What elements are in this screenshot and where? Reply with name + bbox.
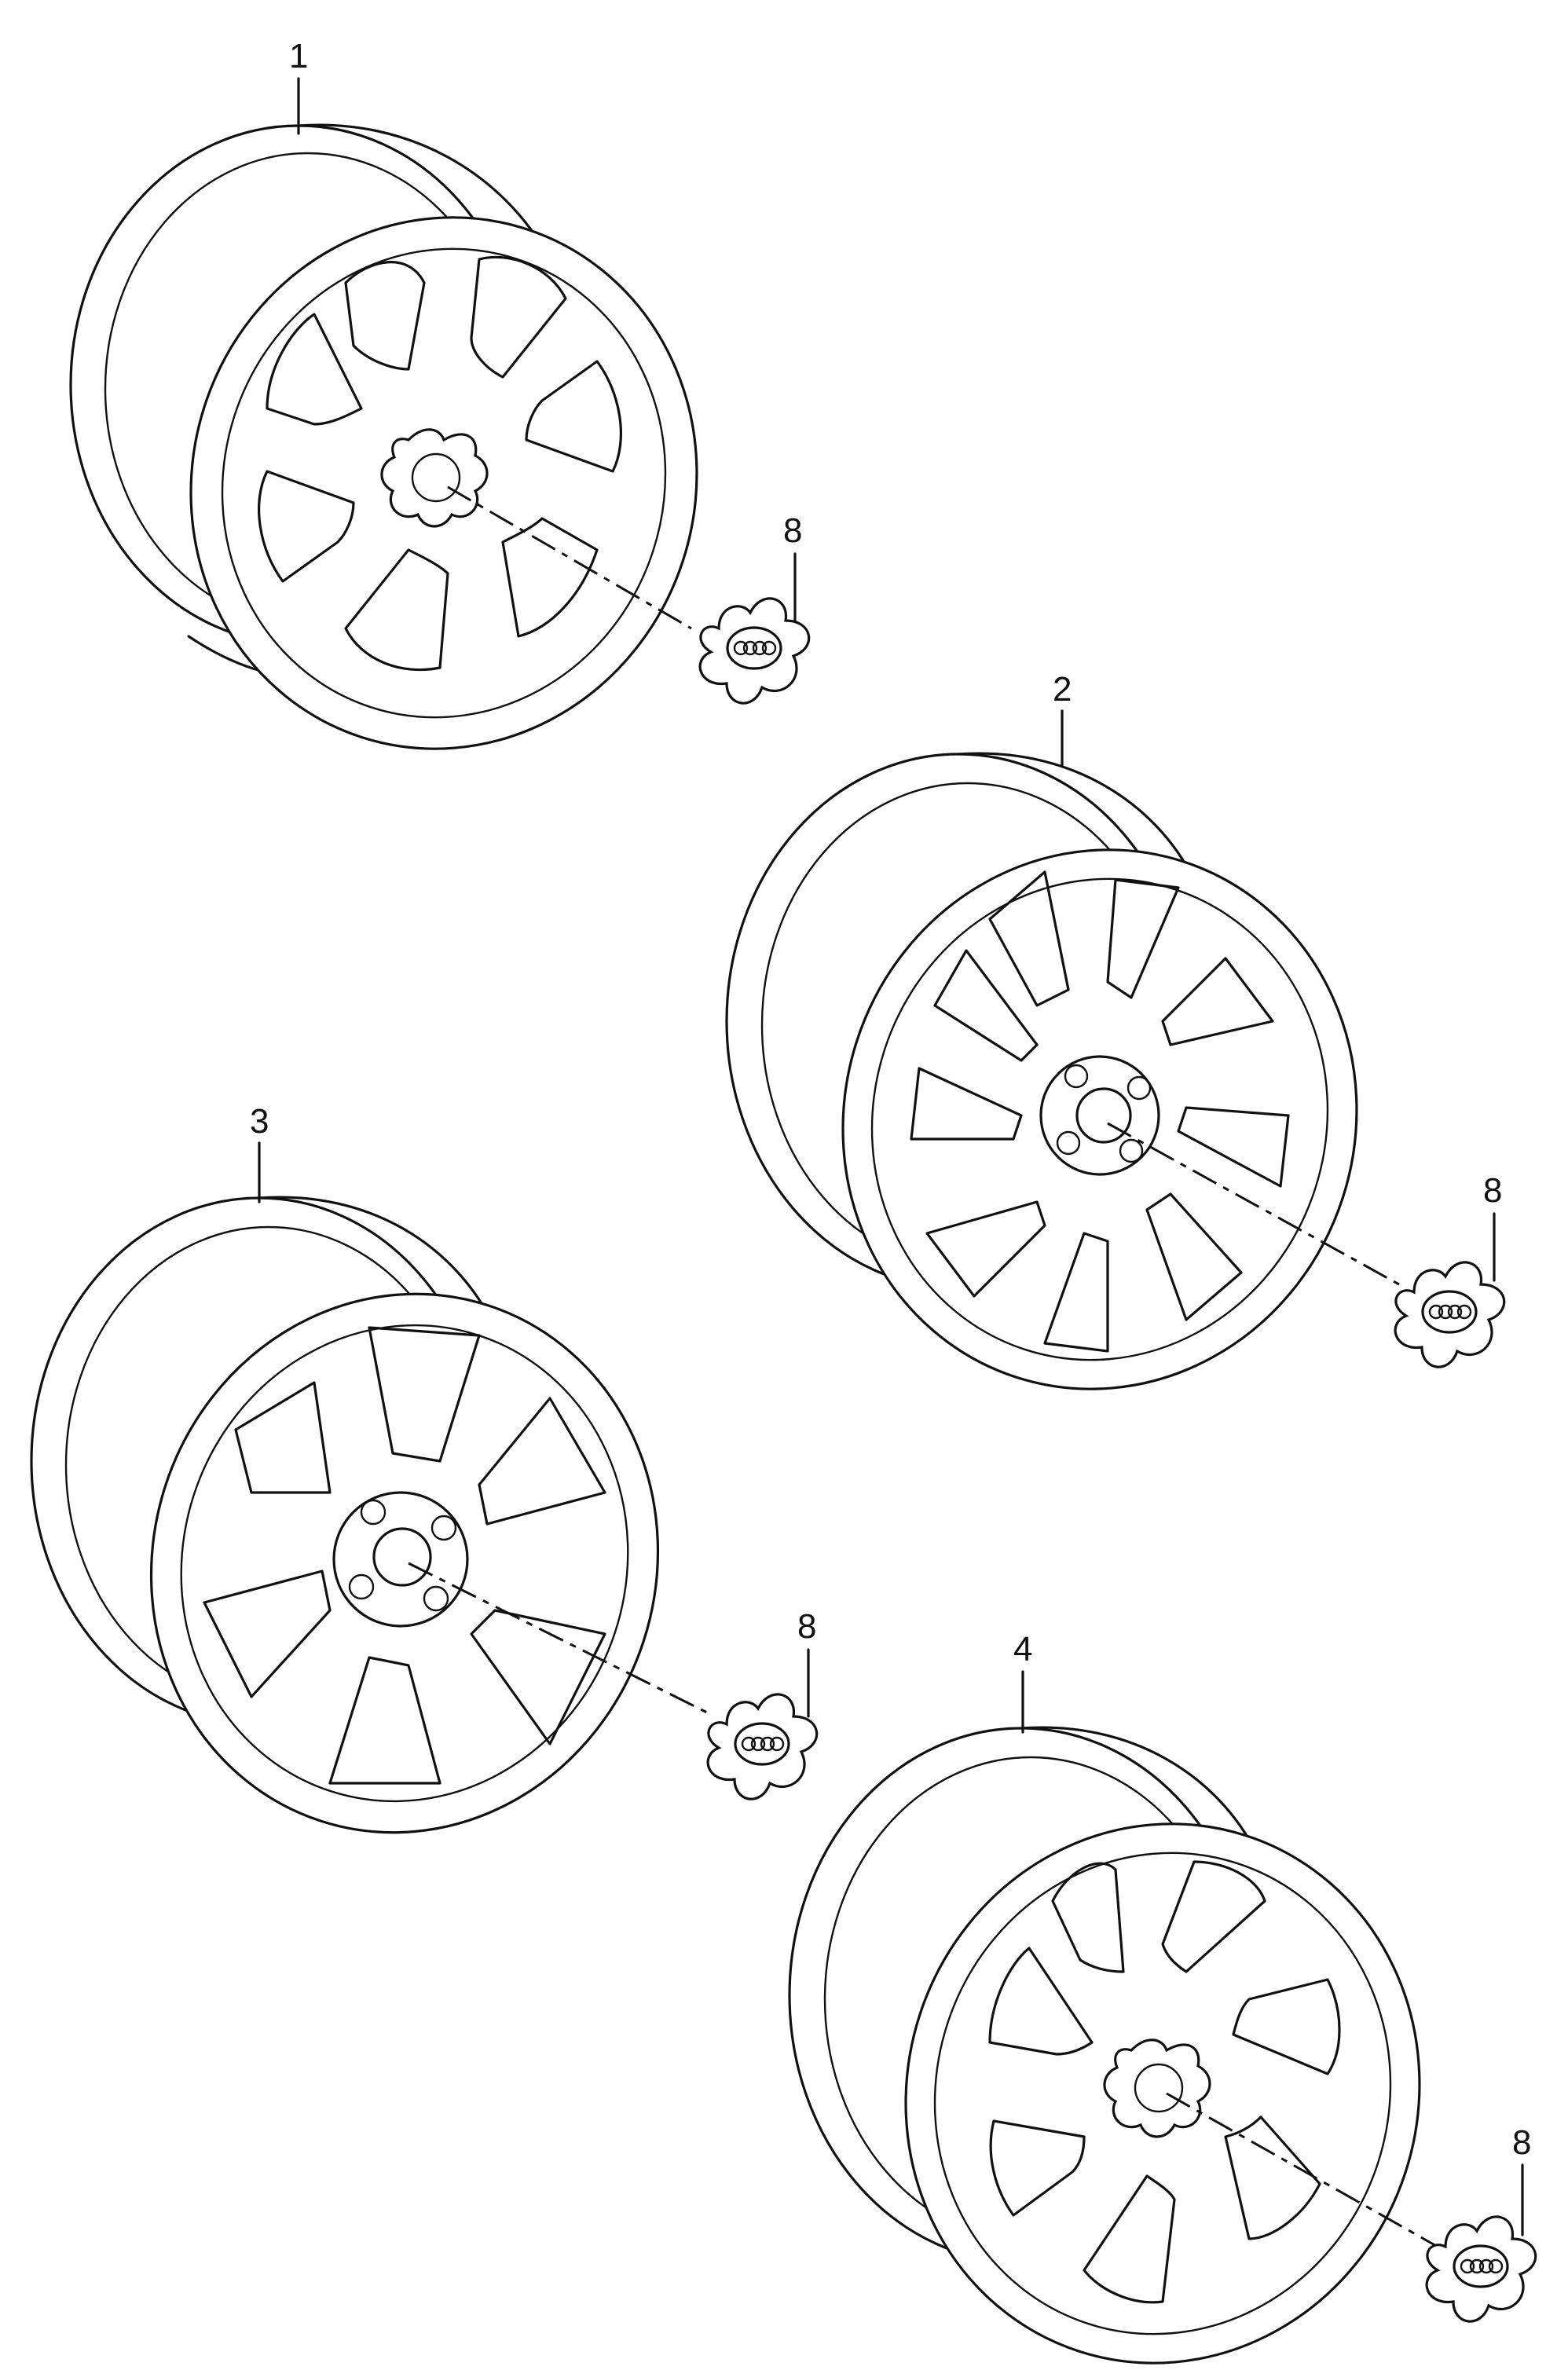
alloy-wheel-2-icon (725, 752, 1358, 1390)
dashed-axis-2 (1107, 1122, 1407, 1290)
alloy-wheel-1-icon (69, 123, 698, 750)
center-cap-1-icon (698, 597, 811, 705)
center-cap-2-icon (1394, 1261, 1506, 1368)
callout-cap-3: 8 (797, 1607, 816, 1646)
callout-wheel-1: 1 (289, 37, 308, 75)
center-cap-3-icon (706, 1693, 819, 1800)
callout-cap-2: 8 (1483, 1171, 1502, 1210)
callout-wheel-2: 2 (1053, 670, 1072, 709)
dashed-axis-1 (447, 485, 692, 630)
callout-wheel-4: 4 (1013, 1630, 1032, 1669)
alloy-wheel-3-icon (30, 1196, 660, 1834)
callout-cap-4: 8 (1512, 2123, 1531, 2162)
callout-wheel-3: 3 (250, 1102, 269, 1141)
dashed-axis-4 (1166, 2092, 1438, 2248)
alloy-wheel-4-icon (788, 1726, 1421, 2365)
dashed-axis-3 (408, 1562, 708, 1714)
callout-cap-1: 8 (783, 511, 802, 550)
center-cap-4-icon (1425, 2215, 1537, 2323)
